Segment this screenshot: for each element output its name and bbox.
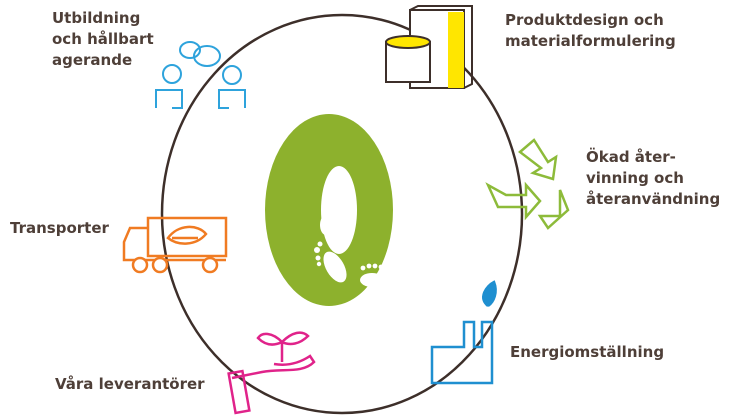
cycle-circle: [160, 13, 524, 415]
label-suppliers: Våra leverantörer: [55, 375, 205, 393]
label-product-design: Produktdesign och materialformulering: [505, 11, 676, 50]
paint-and-box-icon: [385, 5, 473, 89]
factory-leaf-icon: [430, 280, 497, 385]
label-energy: Energiomställning: [510, 343, 665, 361]
footprint-o-logo: [265, 114, 393, 306]
label-education: Utbildning och hållbart agerande: [52, 9, 154, 69]
label-transport: Transporter: [10, 219, 109, 237]
label-recycling: Ökad åter- vinning och återanvändning: [586, 148, 721, 208]
recycling-icon: [485, 138, 570, 230]
truck-leaf-icon: [122, 216, 228, 274]
people-chat-icon: [155, 41, 246, 109]
hand-plant-icon: [227, 331, 316, 415]
